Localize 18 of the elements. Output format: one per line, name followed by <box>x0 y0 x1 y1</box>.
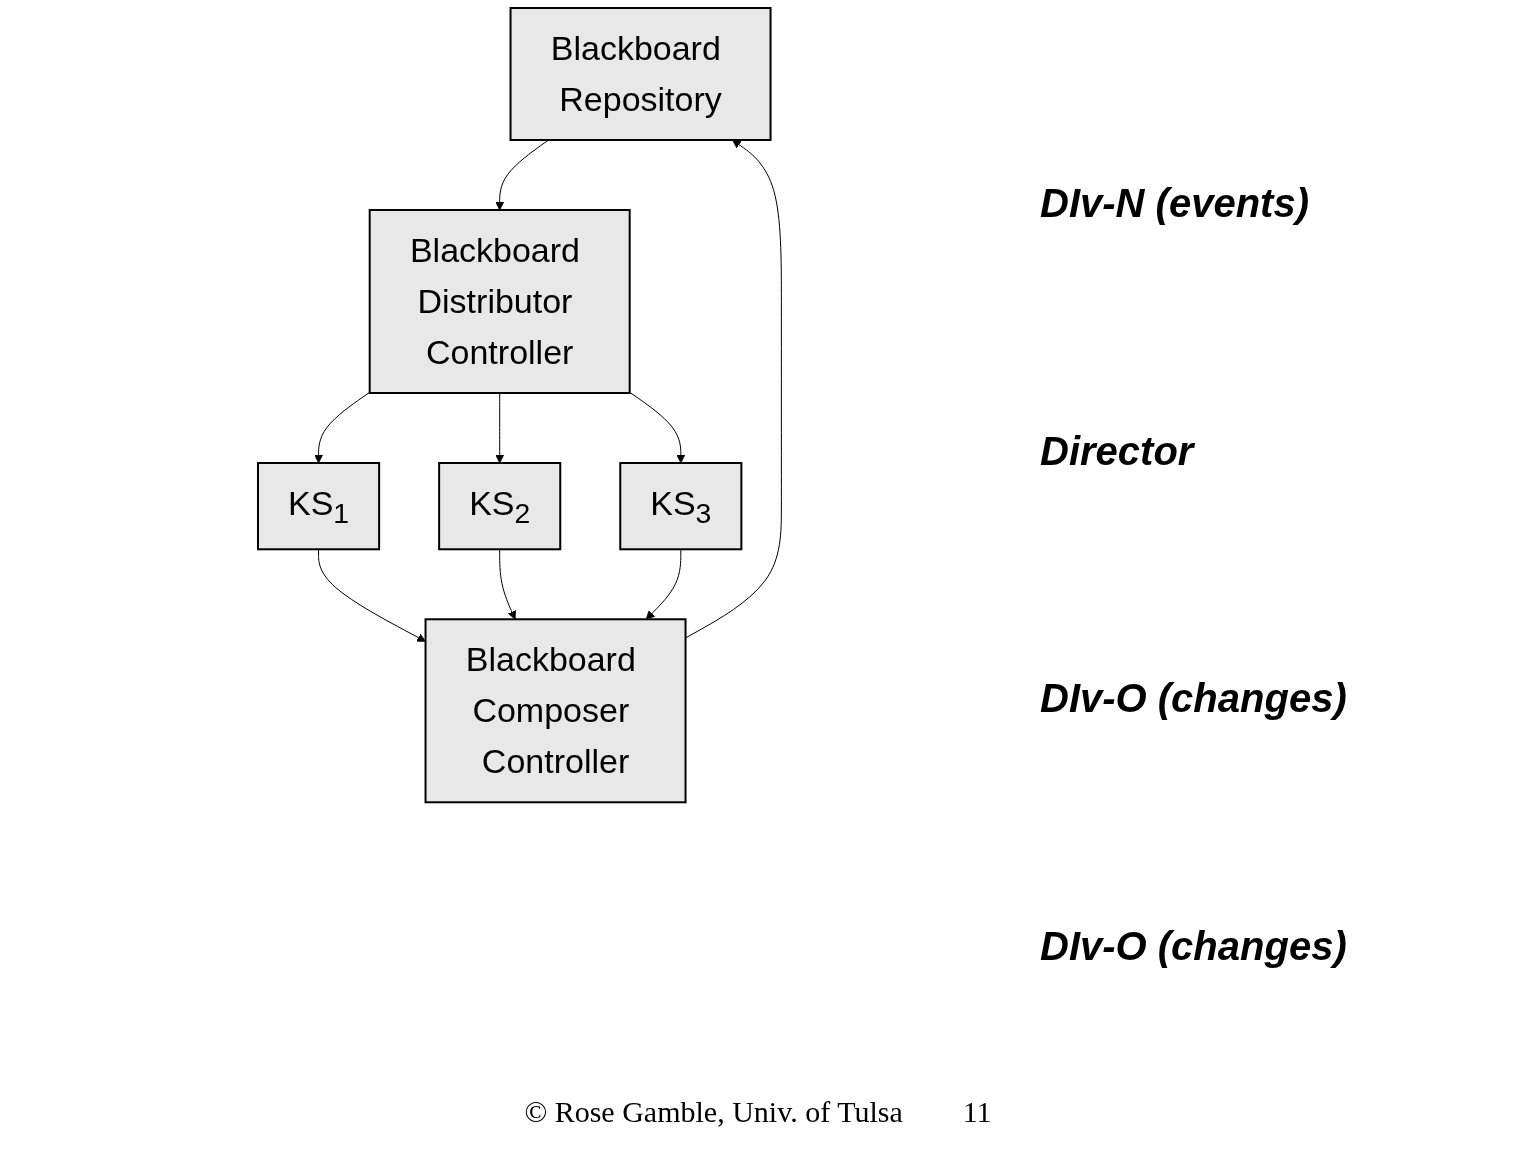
node-box: Blackboard Repository <box>509 7 772 141</box>
stage-label: DIv-O (changes) <box>1040 923 1348 969</box>
node-box: KS$_{2}$ <box>438 462 562 551</box>
node-box: KS$_{3}$ <box>619 462 743 551</box>
copyright-note: © Rose Gamble, Univ. of Tulsa <box>524 1095 903 1129</box>
arrow <box>499 548 517 620</box>
node-box: KS$_{1}$ <box>257 462 381 551</box>
page-number: 11 <box>962 1095 992 1129</box>
arrow <box>646 548 682 620</box>
arrow <box>685 139 783 639</box>
stage-label: DIv-O (changes) <box>1040 676 1348 722</box>
node-box: Blackboard Composer Controller <box>424 618 687 804</box>
arrow <box>314 391 371 464</box>
arrow <box>629 391 686 464</box>
stage-label: Director <box>1040 428 1196 474</box>
node-box: Blackboard Distributor Controller <box>369 209 631 394</box>
stage-label: DIv-N (events) <box>1040 181 1310 227</box>
arrow <box>495 392 505 464</box>
